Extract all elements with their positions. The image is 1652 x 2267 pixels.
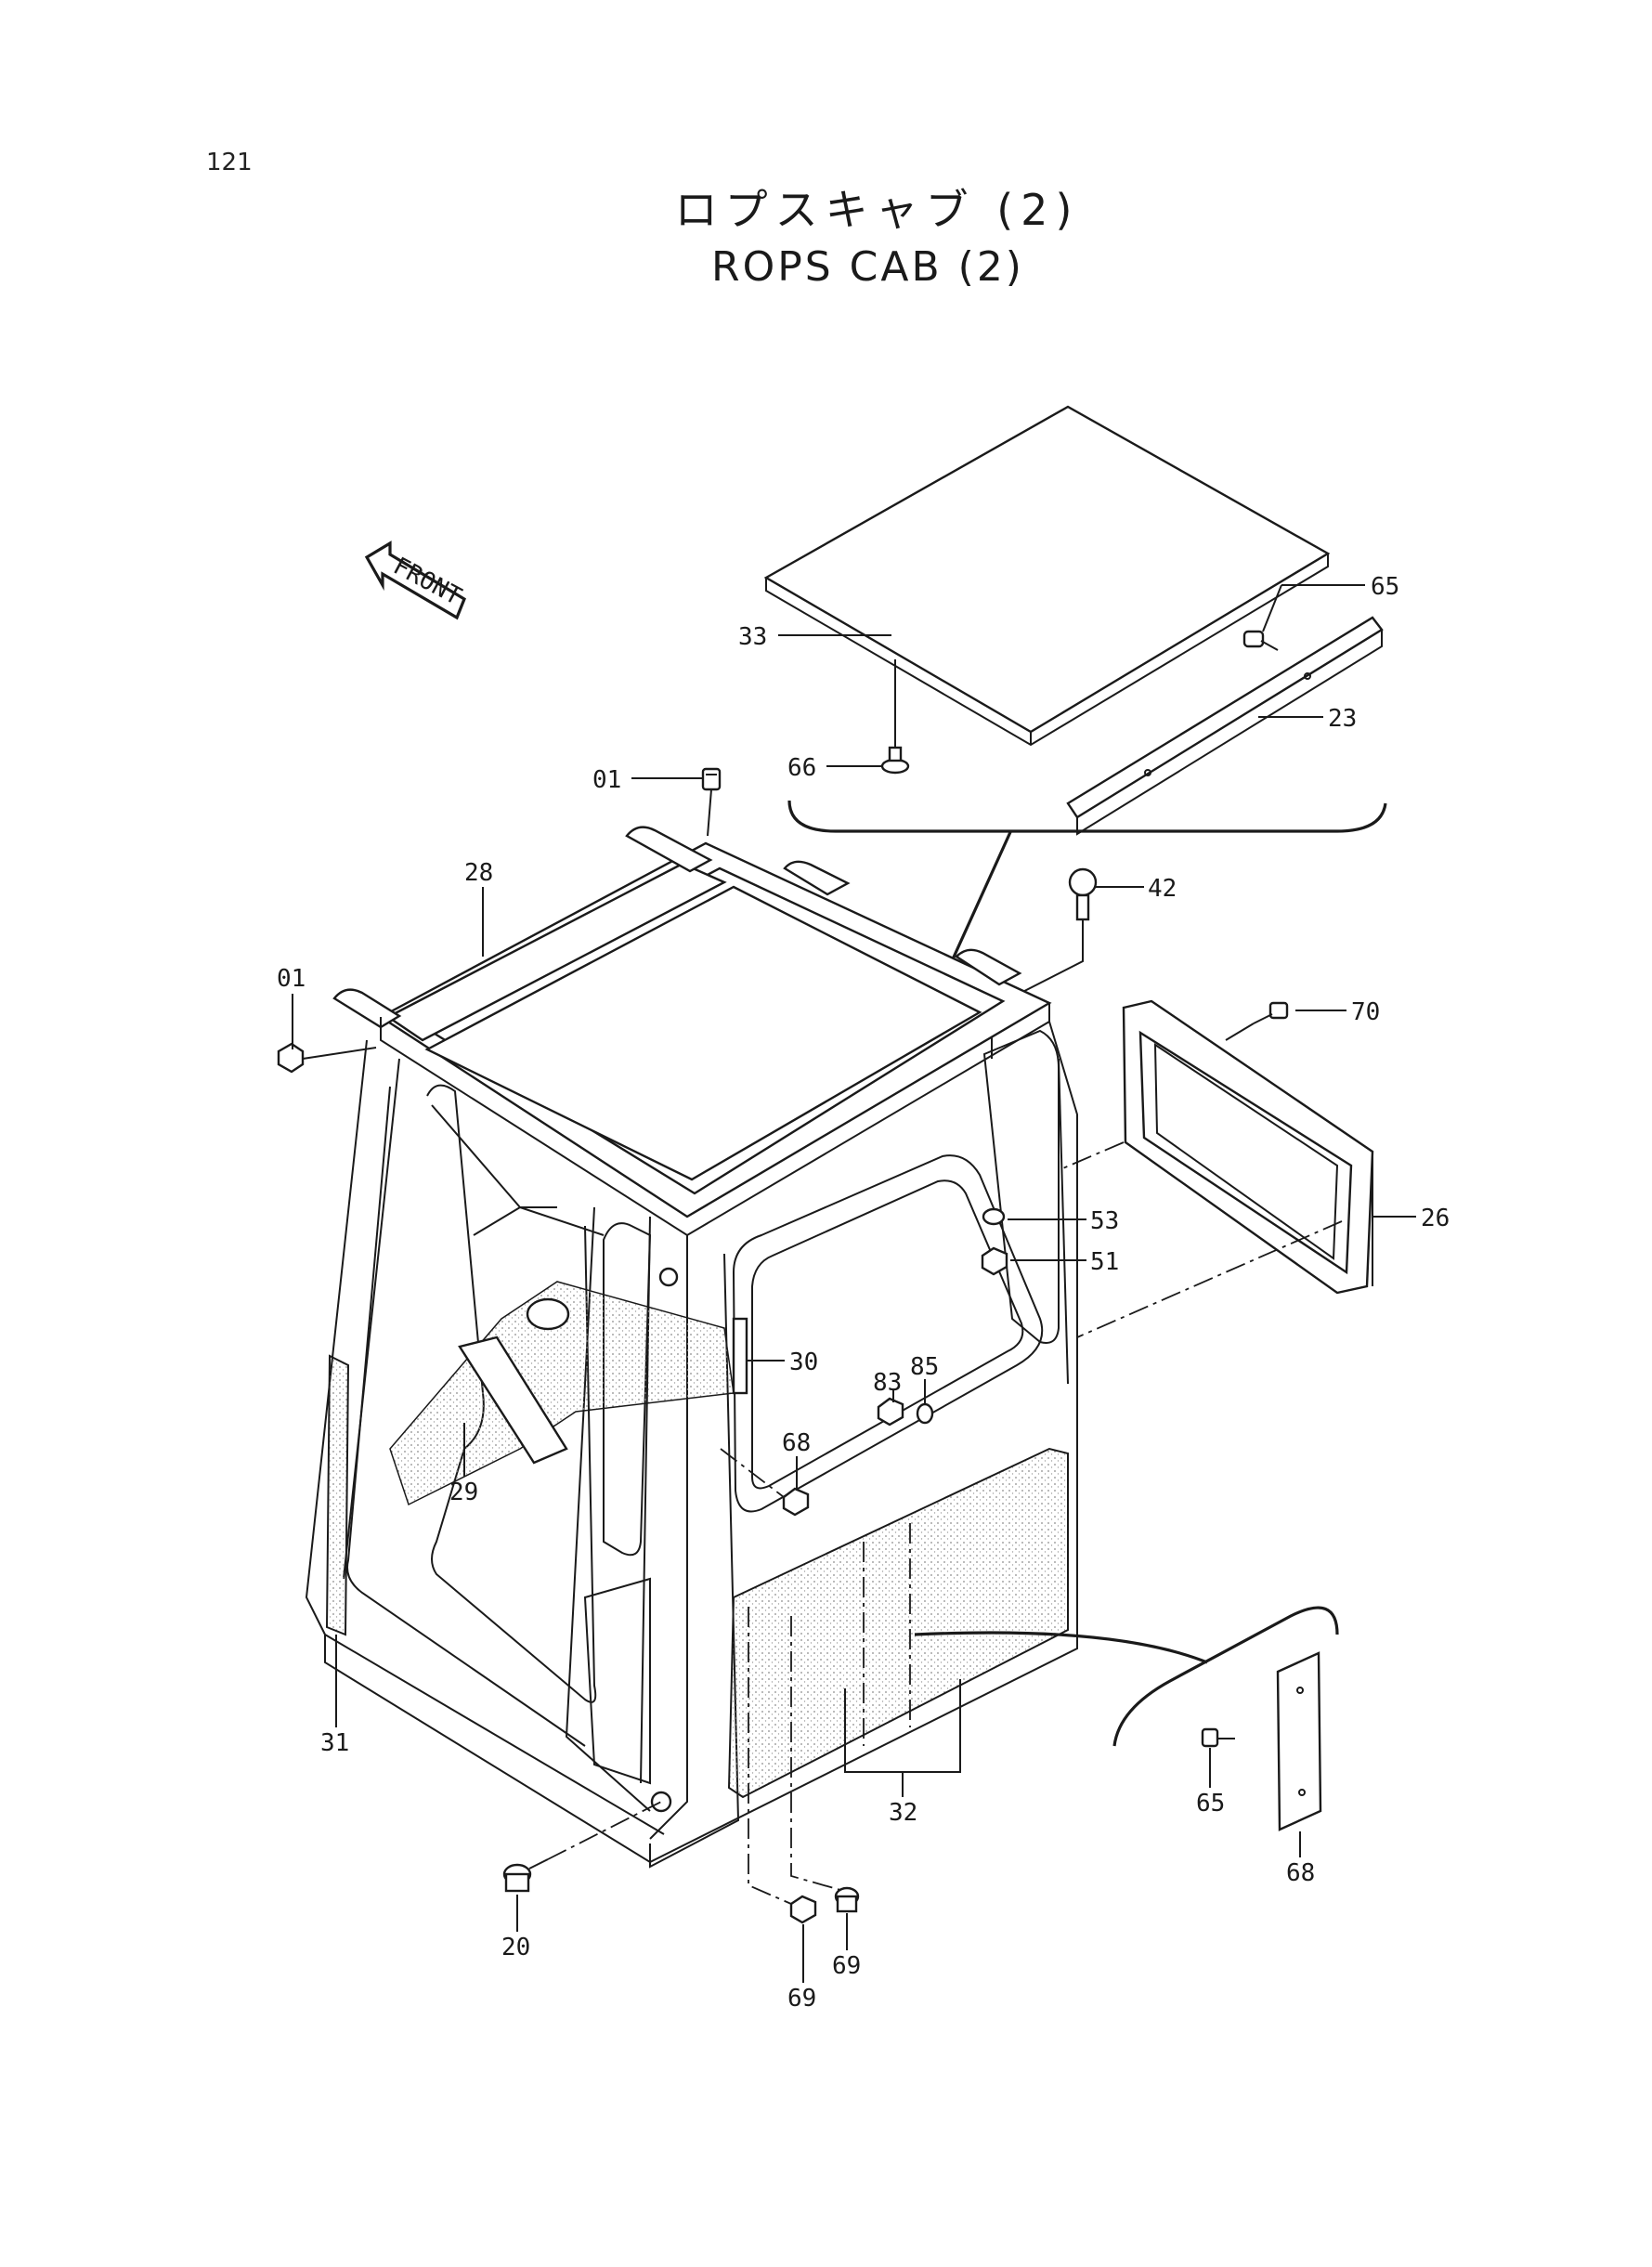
callout-65-side: 65 <box>1196 1790 1225 1818</box>
arrow-left-icon <box>364 541 466 620</box>
page-number: 121 <box>206 149 253 176</box>
rail-23 <box>1066 616 1384 836</box>
callout-65-top: 65 <box>1371 573 1399 601</box>
leader-lines <box>292 584 1416 1983</box>
seal-31 <box>325 1354 350 1636</box>
callout-83: 70 <box>1351 998 1380 1026</box>
callout-01-left: 01 <box>277 965 306 993</box>
panel-32 <box>727 1447 1069 1799</box>
title-japanese: ロプスキャブ (2) <box>674 185 1080 235</box>
nut-51 <box>981 1246 1008 1276</box>
callout-51: 51 <box>1090 1248 1119 1276</box>
callout-42: 42 <box>1148 875 1177 903</box>
bolt-65-side <box>1201 1727 1235 1748</box>
front-marker: FRONT <box>364 541 466 620</box>
callout-66: 68 <box>1286 1859 1315 1887</box>
screw-70 <box>834 1886 860 1913</box>
front-label: FRONT <box>388 553 465 611</box>
callout-33: 33 <box>738 623 767 651</box>
callout-69-mid: 68 <box>782 1429 811 1457</box>
callout-53: 53 <box>1090 1207 1119 1235</box>
callouts: 33 65 23 66 01 28 01 42 70 26 53 51 30 8… <box>277 573 1450 2013</box>
washer-53 <box>982 1207 1006 1226</box>
washer-86 <box>916 1402 934 1425</box>
callout-86: 85 <box>910 1353 939 1381</box>
bolt-83 <box>1253 1001 1289 1024</box>
callout-30: 30 <box>789 1348 818 1376</box>
title-english: ROPS CAB (2) <box>711 243 1024 291</box>
cab-body <box>305 826 1078 1869</box>
callout-31: 31 <box>320 1729 349 1757</box>
callout-69-bottom: 69 <box>787 1985 816 2013</box>
eyebolt-42 <box>1068 867 1098 921</box>
plate-66 <box>1276 1651 1322 1831</box>
callout-20: 20 <box>501 1934 530 1961</box>
bolt-01-top <box>701 767 722 791</box>
callout-29: 29 <box>449 1479 478 1506</box>
clip-68 <box>880 746 910 775</box>
callout-26: 26 <box>1421 1205 1450 1232</box>
roof-panel-33 <box>763 405 1331 747</box>
callout-01-top: 01 <box>592 766 621 794</box>
callout-32: 32 <box>889 1799 917 1827</box>
callout-68: 66 <box>787 754 816 782</box>
window-frame-26 <box>1122 999 1374 1295</box>
bolt-65-top <box>1242 630 1279 651</box>
bolt-20 <box>502 1858 549 1893</box>
nut-69-bottom <box>789 1895 817 1924</box>
nut-01-left <box>277 1042 305 1074</box>
callout-23: 23 <box>1328 705 1357 733</box>
nut-85 <box>877 1397 904 1427</box>
callout-85: 83 <box>873 1369 902 1397</box>
callout-70: 69 <box>832 1952 861 1980</box>
title-block: ロプスキャブ (2) ROPS CAB (2) <box>0 176 1652 291</box>
inset-bracket <box>1112 1606 1339 1747</box>
nut-69-mid <box>782 1487 810 1517</box>
callout-28: 28 <box>464 859 493 887</box>
group-bracket <box>787 800 1387 833</box>
